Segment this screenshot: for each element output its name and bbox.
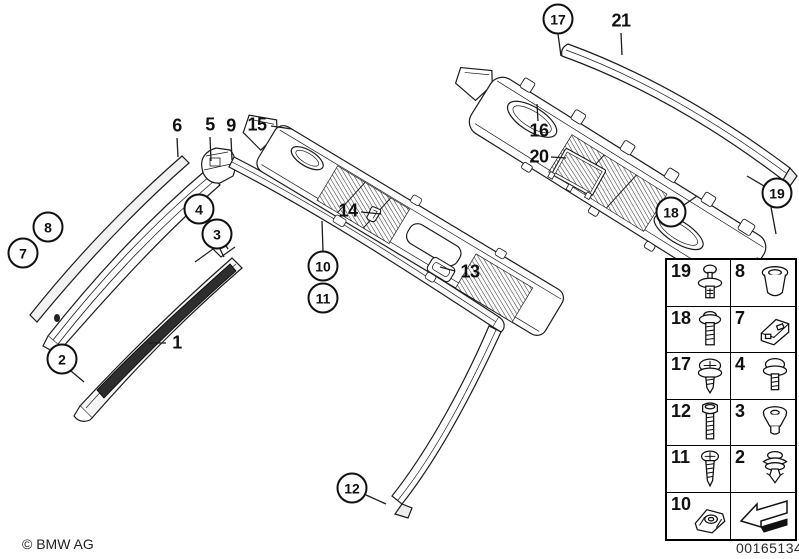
push-rivet-icon <box>762 406 788 435</box>
callout-4[interactable]: 4 <box>183 193 215 225</box>
callout-6[interactable]: 6 <box>172 115 182 136</box>
expanding-rivet-icon <box>762 450 788 484</box>
legend-number: 3 <box>735 400 746 421</box>
legend-cell-arrow <box>731 493 795 540</box>
legend-number: 19 <box>671 261 692 281</box>
legend-cell-12: 12 <box>667 399 731 446</box>
grille-insert-drawing <box>547 148 607 201</box>
callout-18[interactable]: 18 <box>655 196 687 228</box>
callout-12[interactable]: 12 <box>336 472 368 504</box>
legend-cell-7: 7 <box>731 307 795 353</box>
legend-cell-8: 8 <box>731 260 795 307</box>
phillips-washer-screw-icon <box>697 358 723 394</box>
legend-cell-11: 11 <box>667 446 731 493</box>
dark-trim-strip-drawing <box>96 246 237 399</box>
legend-number: 18 <box>671 307 692 328</box>
callout-11[interactable]: 11 <box>307 282 339 314</box>
callout-8[interactable]: 8 <box>32 211 64 243</box>
legend-cell-4: 4 <box>731 353 795 400</box>
legend-number: 17 <box>671 354 692 374</box>
legend-number: 7 <box>735 307 746 328</box>
clip-icon <box>760 319 790 346</box>
legend-cell-2: 2 <box>731 446 795 493</box>
cowl-panel-drawing <box>242 114 565 336</box>
blind-rivet-icon <box>697 264 723 299</box>
washer-screw-icon <box>698 311 722 346</box>
callout-17[interactable]: 17 <box>542 3 574 35</box>
callout-21[interactable]: 21 <box>611 10 631 31</box>
legend-number: 4 <box>735 354 746 374</box>
callout-10[interactable]: 10 <box>307 250 339 282</box>
fastener-legend-table: 19 8 18 7 17 4 12 3 11 2 10 <box>665 258 797 541</box>
direction-arrow-icon <box>739 499 788 533</box>
legend-number: 2 <box>735 447 746 467</box>
legend-number: 11 <box>671 447 691 467</box>
tapping-screw-icon <box>700 450 720 488</box>
callout-2[interactable]: 2 <box>46 343 78 375</box>
clamp-icon <box>694 508 726 534</box>
callout-7[interactable]: 7 <box>7 237 39 269</box>
callout-9[interactable]: 9 <box>226 115 236 136</box>
legend-cell-10: 10 <box>667 492 731 539</box>
grommet-icon <box>761 265 789 297</box>
diagram-number: 00165134 <box>736 540 799 556</box>
legend-cell-3: 3 <box>731 400 795 446</box>
callout-3[interactable]: 3 <box>201 218 233 250</box>
callout-1[interactable]: 1 <box>172 332 182 353</box>
callout-15[interactable]: 15 <box>247 114 267 135</box>
legend-number: 12 <box>671 400 692 421</box>
copyright-text: © BMW AG <box>22 536 94 552</box>
callout-13[interactable]: 13 <box>460 261 480 282</box>
washer-bolt-icon <box>762 357 788 391</box>
socket-bolt-icon <box>702 402 718 440</box>
callout-20[interactable]: 20 <box>529 146 549 167</box>
callout-16[interactable]: 16 <box>529 120 549 141</box>
legend-number: 10 <box>671 493 692 514</box>
legend-number: 8 <box>735 261 746 281</box>
legend-cell-19: 19 <box>667 260 731 307</box>
callout-5[interactable]: 5 <box>205 114 215 135</box>
lower-side-strip-drawing <box>391 325 502 519</box>
legend-cell-17: 17 <box>667 353 731 400</box>
callout-14[interactable]: 14 <box>338 200 358 221</box>
callout-19[interactable]: 19 <box>761 177 793 209</box>
legend-cell-18: 18 <box>667 306 731 353</box>
rear-cover-panel-drawing <box>454 66 771 302</box>
a-pillar-trim-drawing <box>29 155 221 354</box>
